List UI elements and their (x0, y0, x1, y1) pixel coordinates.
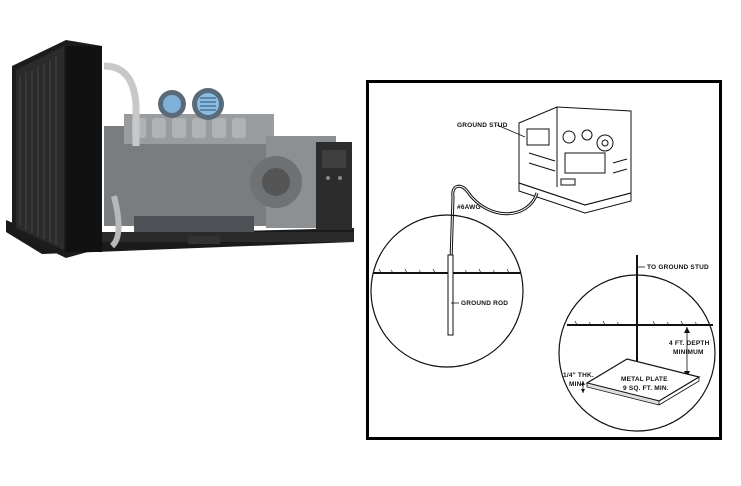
depth-label-line2: MINIMUM (673, 349, 704, 356)
wire-gauge-label: #6AWG (457, 204, 481, 211)
ground-rod-detail-circle (370, 214, 524, 368)
radiator-face (16, 46, 64, 250)
coolant-pipe (103, 62, 140, 146)
depth-label-line1: 4 FT. DEPTH (669, 340, 710, 347)
grounding-diagram: GROUND STUD #6AWG GROUND ROD TO G (366, 80, 722, 440)
exhaust-pipe (109, 195, 122, 249)
thickness-label-line2: MIN. (569, 381, 584, 388)
generator-photo (6, 40, 354, 258)
plate-label-line1: METAL PLATE (621, 376, 668, 383)
engine-sump (134, 216, 254, 232)
thickness-label-line1: 1/4" THK. (563, 372, 594, 379)
ground-rod-label: GROUND ROD (461, 300, 508, 307)
ground-stud-label: GROUND STUD (457, 122, 508, 129)
ground-rod (447, 254, 454, 336)
to-ground-stud-label: TO GROUND STUD (647, 264, 709, 271)
engine-cylinders (132, 118, 246, 138)
ground-stud-leader (496, 124, 526, 138)
radiator-side (66, 46, 102, 252)
plate-label-line2: 9 SQ. FT. MIN. (623, 385, 669, 392)
generator-sketch (518, 106, 632, 214)
ground-cable (449, 184, 539, 262)
grounding-diagram-drawing: GROUND STUD #6AWG GROUND ROD TO G (370, 106, 716, 432)
radiator-grille (19, 56, 57, 245)
